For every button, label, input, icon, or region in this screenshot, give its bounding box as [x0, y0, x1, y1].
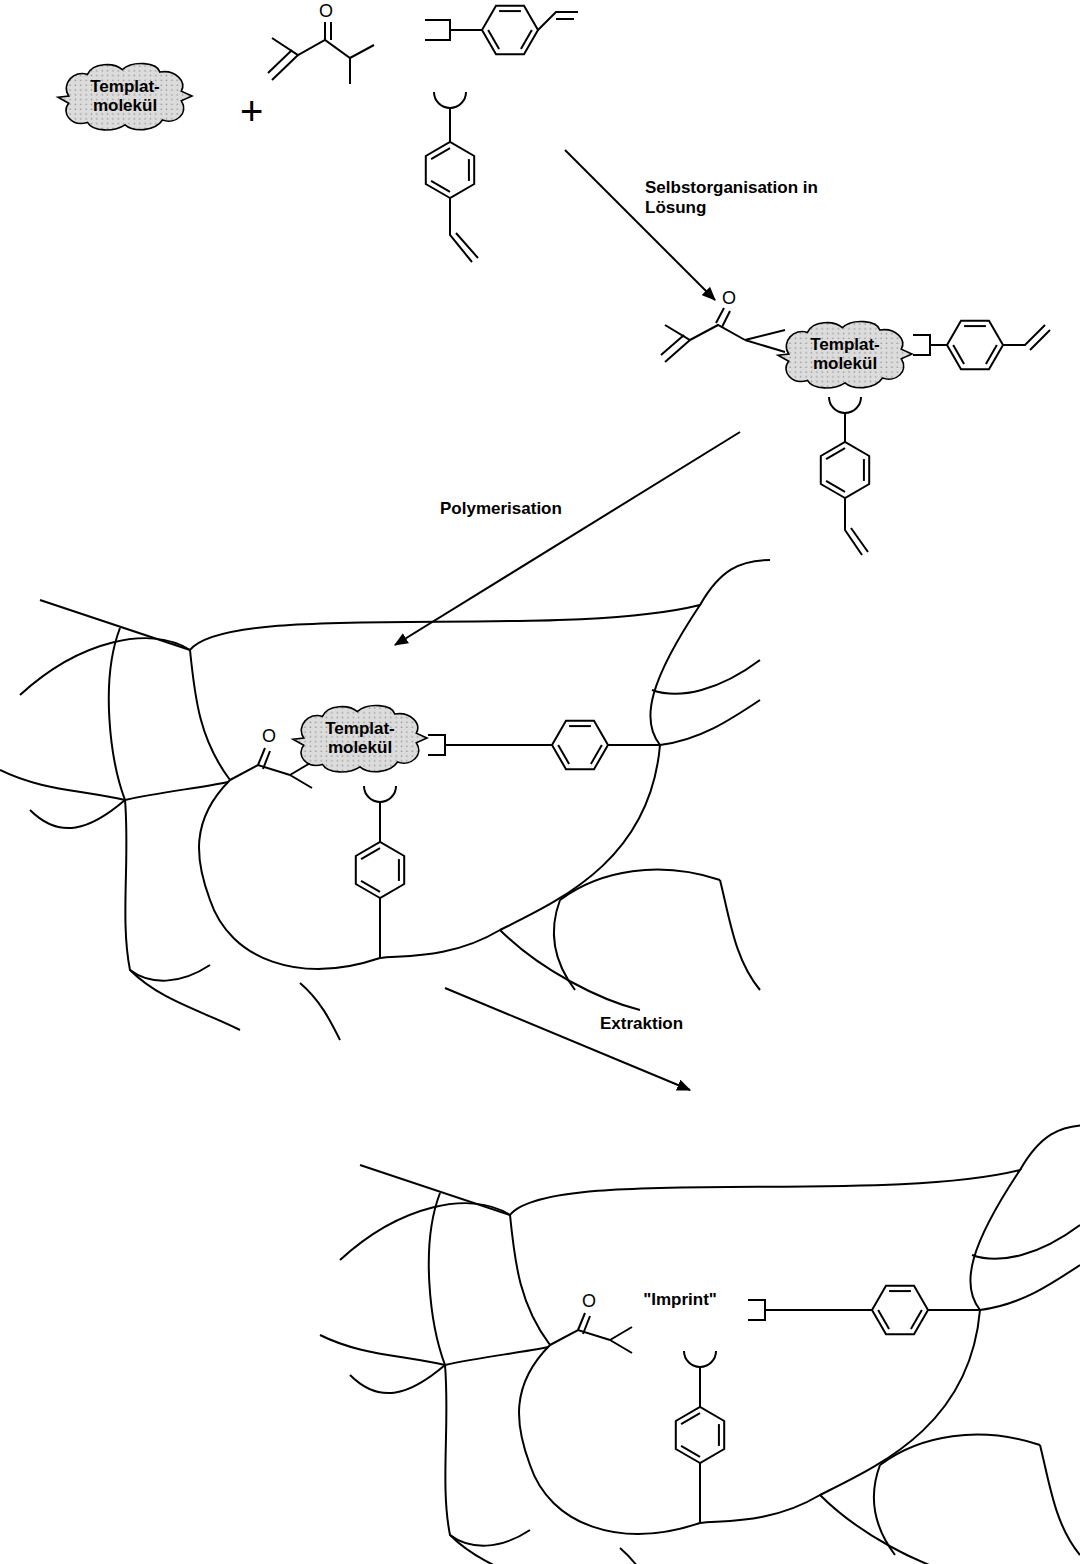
- template-cloud: Templat- molekül: [58, 60, 192, 132]
- atom-symbol: O: [582, 1291, 596, 1312]
- atom-symbol: O: [262, 726, 276, 747]
- plus-sign: +: [240, 88, 263, 134]
- step-label: Extraktion: [600, 1014, 683, 1034]
- atom-symbol: O: [722, 288, 736, 309]
- node-text: Templat- molekül: [318, 719, 402, 757]
- node-text: Templat- molekül: [803, 335, 887, 373]
- template-cloud: Templat- molekül: [778, 318, 912, 390]
- step-label: Polymerisation: [440, 499, 562, 519]
- imprint-label: "Imprint": [643, 1290, 717, 1310]
- template-cloud: Templat- molekül: [293, 702, 427, 774]
- atom-symbol: O: [319, 1, 333, 22]
- step-label: Selbstorganisation in Lösung: [645, 178, 835, 218]
- node-text: Templat- molekül: [83, 77, 167, 115]
